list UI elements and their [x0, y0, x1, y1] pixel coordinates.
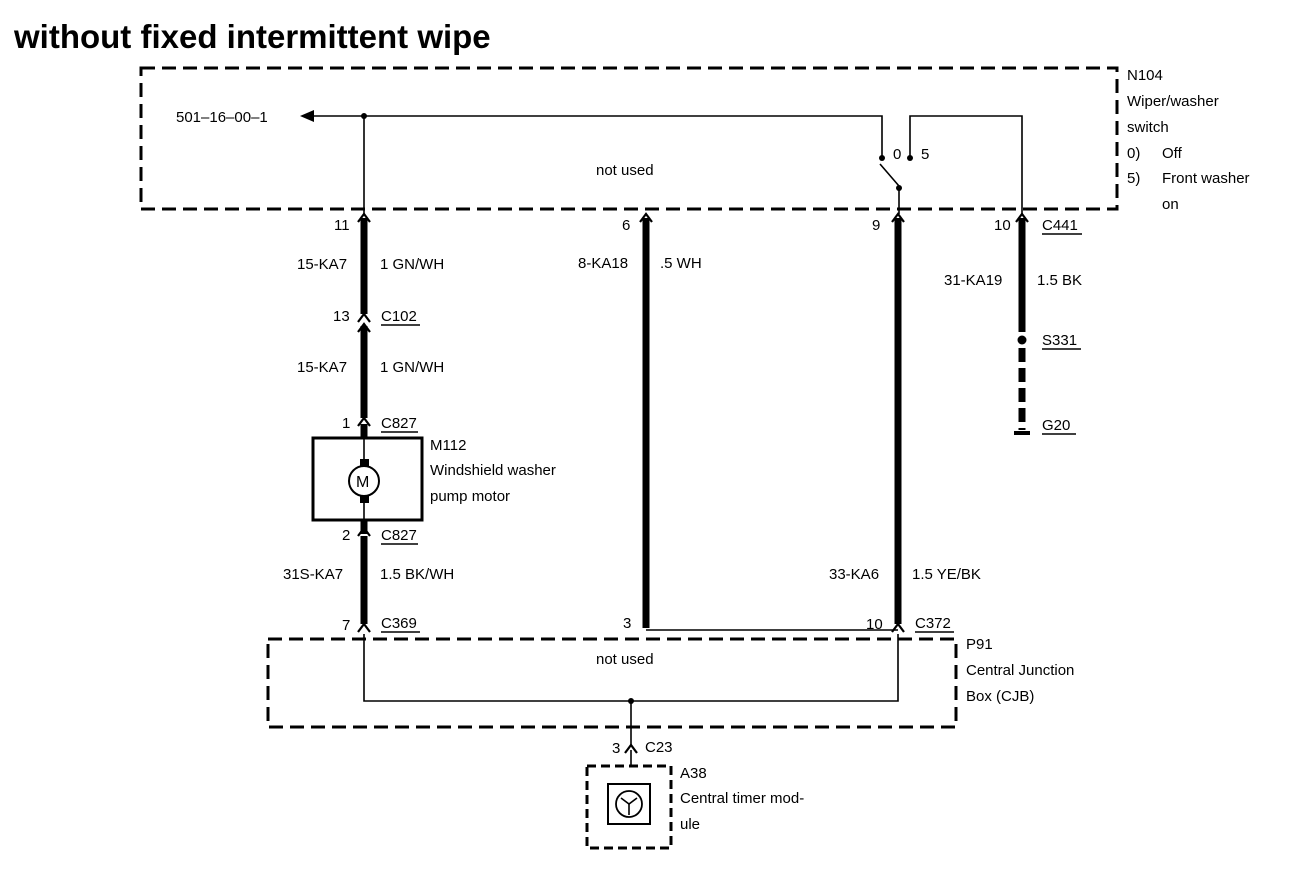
pin-9: 9 [872, 217, 880, 234]
wire-circuit-31s-ka7: 31S-KA7 [283, 566, 343, 583]
motor-icon [348, 465, 380, 497]
pin-1: 1 [342, 415, 350, 432]
cjb-not-used-label: not used [596, 651, 654, 668]
connector-chevron [357, 212, 371, 223]
motor-terminal [360, 459, 369, 466]
switch-pos0-label: Off [1162, 145, 1183, 162]
pin-3-timer: 3 [612, 740, 620, 757]
connector-c369: C369 [381, 615, 417, 632]
connector-chevron [357, 416, 371, 427]
switch-pos5-number: 5) [1127, 170, 1140, 187]
wire-spec-1-5-bk-wh: 1.5 BK/WH [380, 566, 454, 583]
pin-2: 2 [342, 527, 350, 544]
pin-3-cjb: 3 [623, 615, 631, 632]
connector-c102: C102 [381, 308, 417, 325]
internal-wire-contact-0 [364, 115, 883, 158]
connector-c441: C441 [1042, 217, 1078, 234]
diagram-title: without fixed intermittent wipe [13, 18, 491, 55]
wire-spec-5-wh: .5 WH [660, 255, 702, 272]
switch-pos5-label-line1: Front washer [1162, 170, 1250, 187]
switch-contact-0 [879, 155, 885, 161]
connector-chevron [1015, 212, 1029, 223]
cjb-name-line2: Box (CJB) [966, 688, 1034, 705]
motor-symbol: M [356, 474, 369, 491]
connector-chevron [891, 212, 905, 223]
cjb-code: P91 [966, 636, 993, 653]
pin-6: 6 [622, 217, 630, 234]
ground-g20-label: G20 [1042, 417, 1070, 434]
wire-spec-1-5-ye-bk: 1.5 YE/BK [912, 566, 981, 583]
timer-name-line1: Central timer mod- [680, 790, 804, 807]
timer-name-line2: ule [680, 816, 700, 833]
motor-name-line1: Windshield washer [430, 462, 556, 479]
wire-circuit-31-ka19: 31-KA19 [944, 272, 1002, 289]
wire-spec-1-gn-wh-upper: 1 GN/WH [380, 256, 444, 273]
wire-circuit-8-ka18: 8-KA18 [578, 255, 628, 272]
reference-arrow-icon [300, 110, 314, 122]
connector-chevron [891, 622, 905, 633]
wire-circuit-15-ka7-lower: 15-KA7 [297, 359, 347, 376]
switch-contact-5-label: 5 [921, 146, 929, 163]
connector-chevron [624, 743, 638, 754]
switch-blade [879, 163, 900, 187]
reference-label: 501–16–00–1 [176, 109, 268, 126]
timer-code: A38 [680, 765, 707, 782]
wire-spec-1-gn-wh-lower: 1 GN/WH [380, 359, 444, 376]
connector-chevron [357, 322, 371, 333]
connector-c23: C23 [645, 739, 673, 756]
cjb-name-line1: Central Junction [966, 662, 1074, 679]
switch-contact-5 [907, 155, 913, 161]
connector-c827-top: C827 [381, 415, 417, 432]
connector-chevron [357, 622, 371, 633]
wire-circuit-33-ka6: 33-KA6 [829, 566, 879, 583]
connector-chevron [639, 212, 653, 223]
pin-10-cjb: 10 [866, 616, 883, 633]
motor-name-line2: pump motor [430, 488, 510, 505]
pin-7: 7 [342, 617, 350, 634]
timer-module-box [585, 764, 673, 850]
splice-s331 [1017, 335, 1027, 345]
splice-s331-label: S331 [1042, 332, 1077, 349]
switch-name-line2: switch [1127, 119, 1169, 136]
cjb-box [266, 637, 958, 729]
connector-chevron [357, 312, 371, 323]
switch-not-used-label: not used [596, 162, 654, 179]
connector-c372: C372 [915, 615, 951, 632]
switch-name-line1: Wiper/washer [1127, 93, 1219, 110]
pin-10-switch: 10 [994, 217, 1011, 234]
pin-11: 11 [334, 217, 350, 234]
wiper-switch-box [139, 66, 1119, 211]
switch-pos5-label-line2: on [1162, 196, 1179, 213]
timer-module-inner [607, 783, 651, 825]
pin-13: 13 [333, 308, 350, 325]
connector-chevron [357, 526, 371, 537]
timer-icon [615, 790, 643, 818]
timer-icon-detail [620, 797, 638, 805]
wire-spec-1-5-bk: 1.5 BK [1037, 272, 1082, 289]
internal-wire-contact-5 [909, 115, 1023, 214]
connector-c827-bottom: C827 [381, 527, 417, 544]
motor-code: M112 [430, 437, 466, 454]
switch-contact-0-label: 0 [893, 146, 901, 163]
motor-terminal [360, 496, 369, 503]
switch-code: N104 [1127, 67, 1163, 84]
wire-circuit-15-ka7-upper: 15-KA7 [297, 256, 347, 273]
switch-pos0-number: 0) [1127, 145, 1140, 162]
